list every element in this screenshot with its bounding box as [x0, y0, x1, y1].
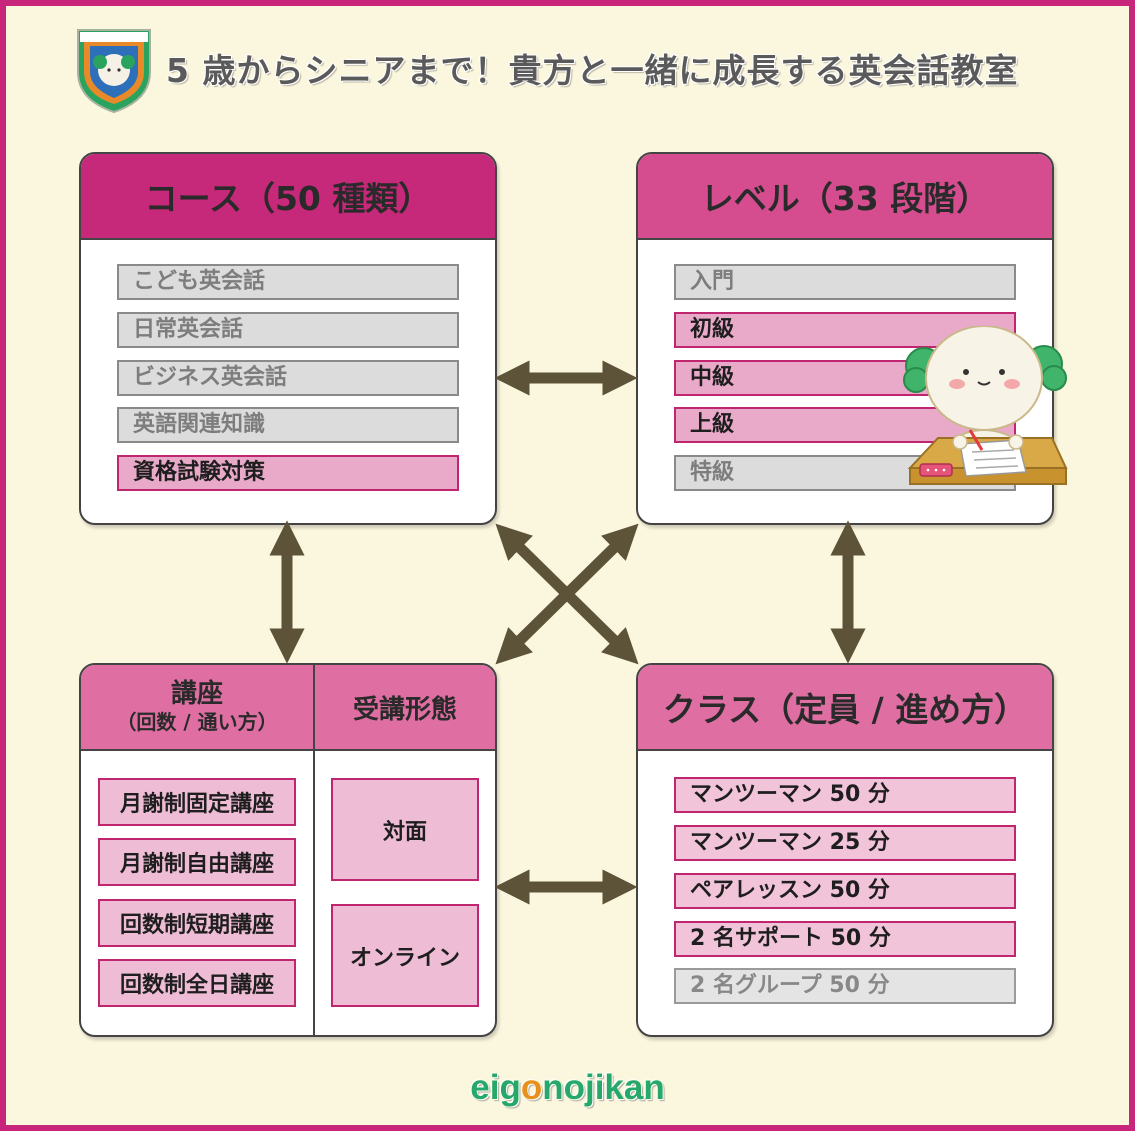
format-item-online[interactable]: オンライン [331, 904, 479, 1007]
page-title: 5 歳からシニアまで！貴方と一緒に成長する英会話教室 [166, 51, 1019, 90]
lecture-format-panel: 講座 （回数 / 通い方） 受講形態 月謝制固定講座 月謝制自由講座 回数制短期… [79, 663, 497, 1037]
course-item[interactable]: こども英会話 [117, 264, 459, 300]
format-panel-title: 受講形態 [352, 694, 457, 725]
lecture-item[interactable]: 回数制短期講座 [98, 899, 296, 947]
format-panel-head: 受講形態 [315, 665, 495, 751]
lecture-item[interactable]: 月謝制固定講座 [98, 778, 296, 826]
class-item[interactable]: ペアレッスン 50 分 [674, 873, 1016, 909]
class-panel: クラス（定員 / 進め方） マンツーマン 50 分 マンツーマン 25 分 ペア… [636, 663, 1054, 1037]
lecture-panel-head: 講座 （回数 / 通い方） [81, 665, 315, 751]
panel-divider [313, 749, 315, 1035]
course-item[interactable]: 資格試験対策 [117, 455, 459, 491]
lecture-panel-subtitle: （回数 / 通い方） [116, 710, 278, 734]
brand-text-part2: nojikan [542, 1068, 665, 1107]
mascot-studying-icon [903, 326, 1068, 485]
course-item[interactable]: 日常英会話 [117, 312, 459, 348]
class-item[interactable]: マンツーマン 50 分 [674, 777, 1016, 813]
lecture-panel-title: 講座 [170, 679, 223, 709]
shield-logo-icon [77, 29, 151, 114]
course-panel: コース（50 種類） こども英会話 日常英会話 ビジネス英会話 英語関連知識 資… [79, 152, 497, 525]
level-item[interactable]: 入門 [674, 264, 1016, 300]
lecture-item[interactable]: 月謝制自由講座 [98, 838, 296, 886]
class-item[interactable]: マンツーマン 25 分 [674, 825, 1016, 861]
brand-text-part1: eig [470, 1068, 521, 1107]
format-item-in-person[interactable]: 対面 [331, 778, 479, 881]
class-item[interactable]: 2 名サポート 50 分 [674, 921, 1016, 957]
brand-logo: eigonojikan [0, 1068, 1135, 1108]
course-item[interactable]: 英語関連知識 [117, 407, 459, 443]
class-panel-title: クラス（定員 / 進め方） [638, 665, 1052, 751]
brand-text-o: o [520, 1068, 543, 1107]
course-panel-title: コース（50 種類） [81, 154, 495, 240]
lecture-item[interactable]: 回数制全日講座 [98, 959, 296, 1007]
course-item[interactable]: ビジネス英会話 [117, 360, 459, 396]
level-panel-title: レベル（33 段階） [638, 154, 1052, 240]
class-item[interactable]: 2 名グループ 50 分 [674, 968, 1016, 1004]
